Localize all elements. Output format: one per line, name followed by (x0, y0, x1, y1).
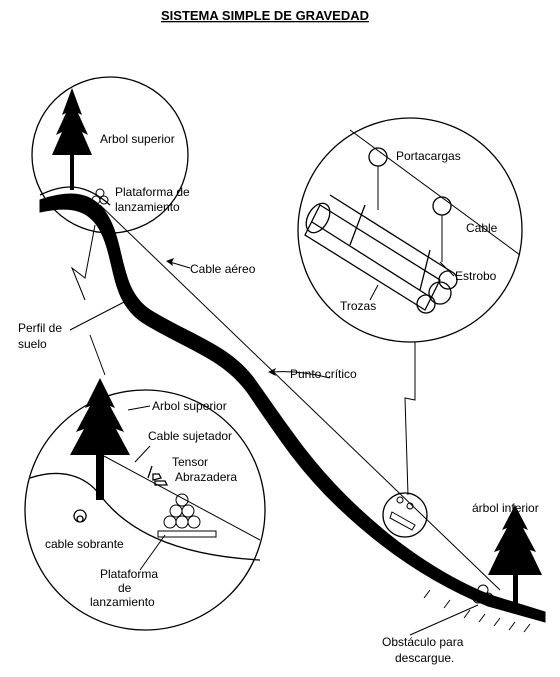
anchor-cable (101, 454, 261, 541)
tensor-icon (147, 465, 162, 481)
carriage-detail-circle (297, 117, 523, 343)
label-plataforma-top-line1: Plataforma de (115, 185, 190, 199)
label-tensor: Tensor (172, 455, 208, 469)
estrobo-pointer (439, 261, 455, 277)
label-obstaculo-line1: Obstáculo para (382, 635, 464, 649)
upper-tree-icon (52, 88, 92, 190)
upper-log-pile-icon (91, 188, 109, 205)
carriage-on-cable-circle (382, 492, 428, 538)
punto-critico-arrowhead (268, 368, 276, 376)
label-cable-sobrante: cable sobrante (45, 537, 124, 551)
plataforma-detail-pointer (139, 534, 166, 571)
ground-hatching (423, 589, 531, 633)
label-cable: Cable (466, 221, 498, 235)
label-cable-aereo: Cable aéreo (190, 262, 256, 276)
carriage-connector (404, 342, 416, 496)
lower-tree-icon (488, 505, 542, 610)
label-trozas: Trozas (340, 299, 376, 313)
perfil-arrow-right (69, 299, 129, 331)
lower-detail-circle (24, 389, 266, 631)
label-plataforma-detail-line3: lanzamiento (90, 595, 155, 609)
label-arbol-inferior: árbol inferior (472, 501, 539, 515)
skyline-cable (99, 204, 501, 591)
carriage-pulley-2-icon (432, 196, 452, 216)
cable-aereo-arrowhead (166, 258, 174, 266)
label-plataforma-top-line2: lanzamiento (115, 200, 180, 214)
trozas-pointer (369, 284, 379, 301)
detail-cable-line (349, 129, 521, 256)
label-punto-critico: Punto crítico (290, 367, 357, 381)
label-estrobo: Estrobo (455, 269, 497, 283)
upper-slope (39, 186, 111, 206)
label-perfil-line2: suelo (18, 337, 47, 351)
label-arbol-superior-detail: Arbol superior (152, 399, 227, 413)
abrazadera-icon (154, 480, 169, 486)
obstaculo-pointer (409, 604, 479, 636)
carriage-small-icon (389, 496, 416, 531)
label-cable-sujetador: Cable sujetador (148, 429, 232, 443)
label-perfil-line1: Perfil de (18, 321, 62, 335)
logs-bundle-icon (304, 194, 458, 314)
detail-arbol-pointer (127, 405, 151, 411)
diagram-title: SISTEMA SIMPLE DE GRAVEDAD (161, 8, 369, 23)
cable-aereo-arrow (169, 261, 191, 269)
perfil-arrow-down (89, 334, 106, 376)
label-plataforma-detail-line2: de (118, 581, 132, 595)
label-obstaculo-line2: descargue. (395, 651, 454, 665)
cable-sujetador-pointer (134, 445, 151, 463)
label-portacargas: Portacargas (396, 149, 461, 163)
perfil-zigzag-line (70, 224, 96, 301)
ground-profile (39, 193, 546, 623)
label-abrazadera: Abrazadera (175, 470, 237, 484)
detail-log-pile-icon (157, 493, 217, 538)
detail-tree-icon (70, 378, 130, 500)
label-plataforma-detail-line1: Plataforma (100, 567, 158, 581)
lower-log-pile-icon (472, 584, 494, 604)
cable-sobrante-coil (73, 509, 87, 523)
upper-detail-circle (31, 76, 189, 234)
label-arbol-superior-top: Arbol superior (100, 132, 175, 146)
punto-critico-arrow (271, 371, 331, 379)
perfil-arrowhead-right (123, 298, 132, 306)
detail-ground (29, 472, 261, 561)
